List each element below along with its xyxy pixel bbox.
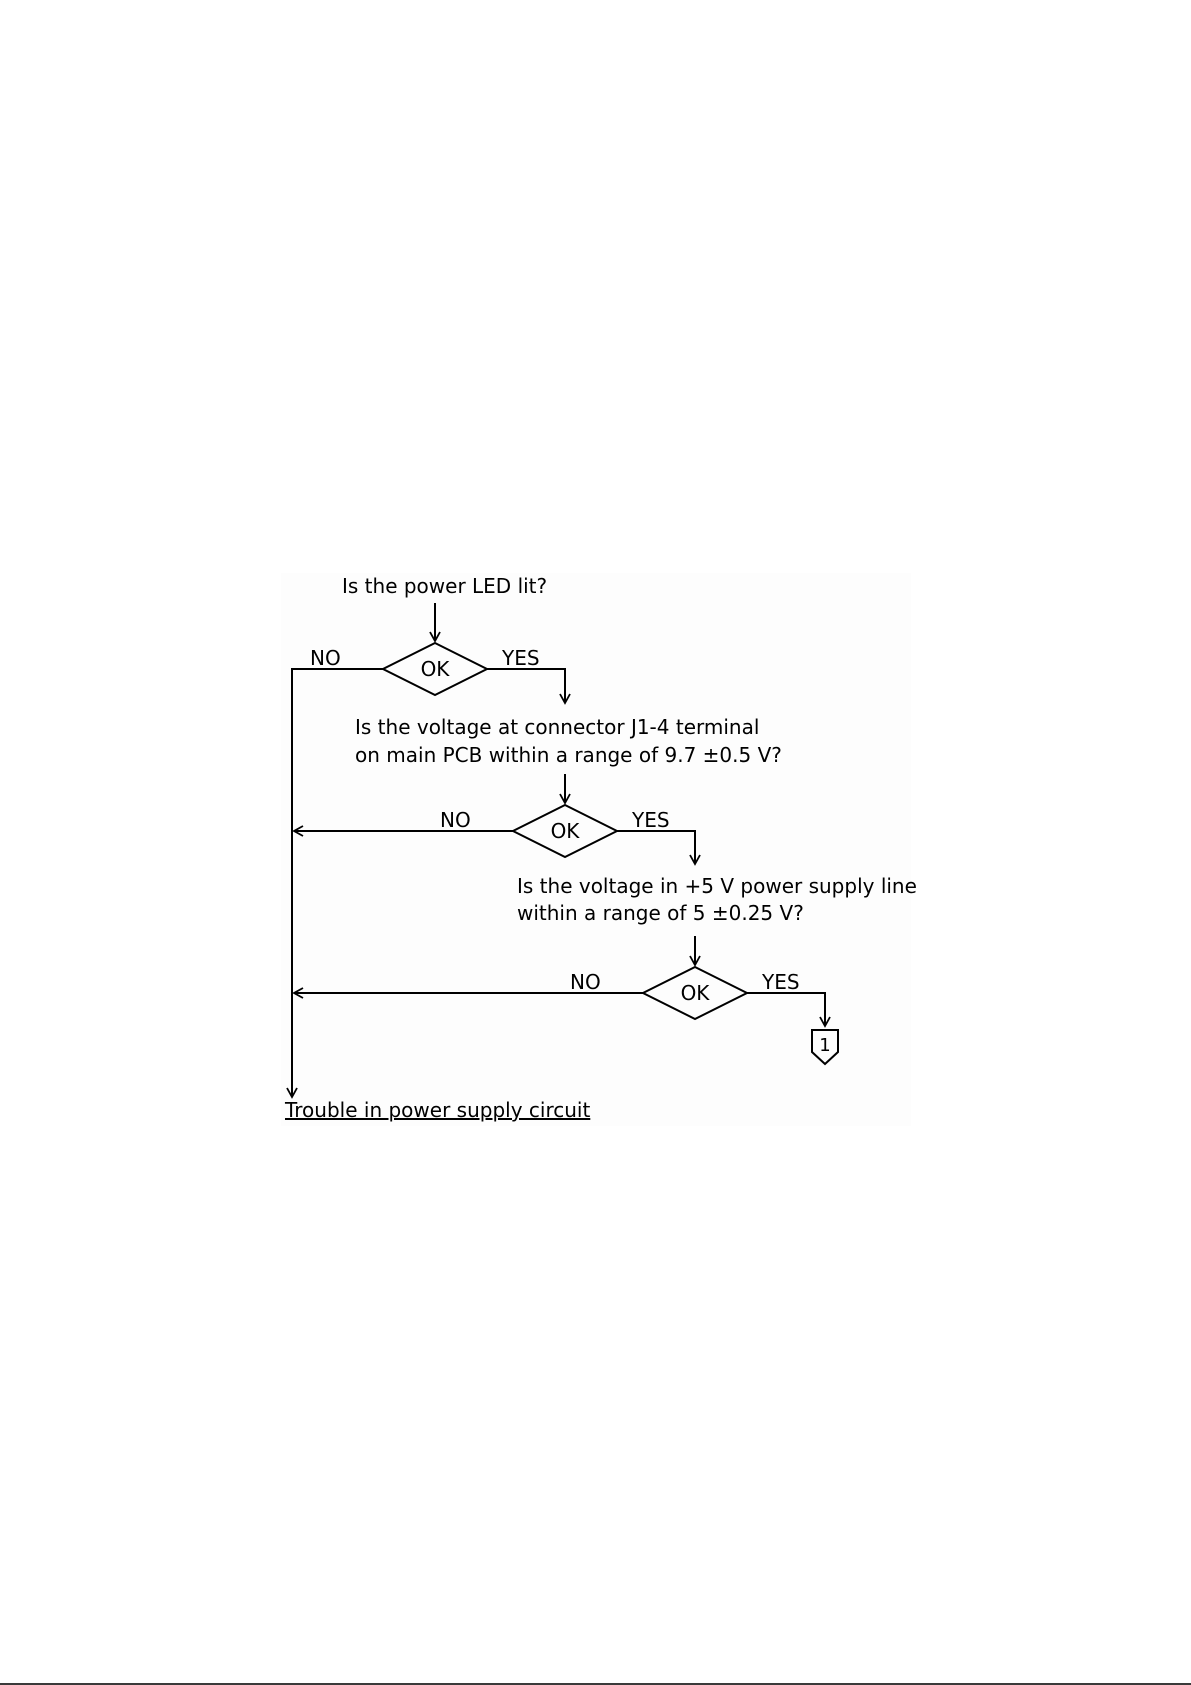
question-3-line-1: Is the voltage in +5 V power supply line xyxy=(517,874,917,898)
question-1-text: Is the power LED lit? xyxy=(342,574,547,598)
decision-2-yes-label: YES xyxy=(631,808,670,832)
decision-2-yes-path xyxy=(617,831,695,864)
decision-2-no-label: NO xyxy=(440,808,471,832)
decision-3-yes-path xyxy=(747,993,825,1026)
question-3-line-2: within a range of 5 ±0.25 V? xyxy=(517,901,804,925)
decision-1-no-label: NO xyxy=(310,646,341,670)
decision-2-ok-label: OK xyxy=(551,819,581,843)
decision-3-no-label: NO xyxy=(570,970,601,994)
off-page-connector-label: 1 xyxy=(819,1035,830,1056)
question-2-line-1: Is the voltage at connector J1-4 termina… xyxy=(355,715,759,739)
decision-3-yes-label: YES xyxy=(761,970,800,994)
decision-1-yes-path xyxy=(487,669,565,703)
decision-1-yes-label: YES xyxy=(501,646,540,670)
decision-3-ok-label: OK xyxy=(681,981,711,1005)
decision-1-ok-label: OK xyxy=(421,657,451,681)
question-2-line-2: on main PCB within a range of 9.7 ±0.5 V… xyxy=(355,743,782,767)
result-text: Trouble in power supply circuit xyxy=(284,1098,590,1122)
